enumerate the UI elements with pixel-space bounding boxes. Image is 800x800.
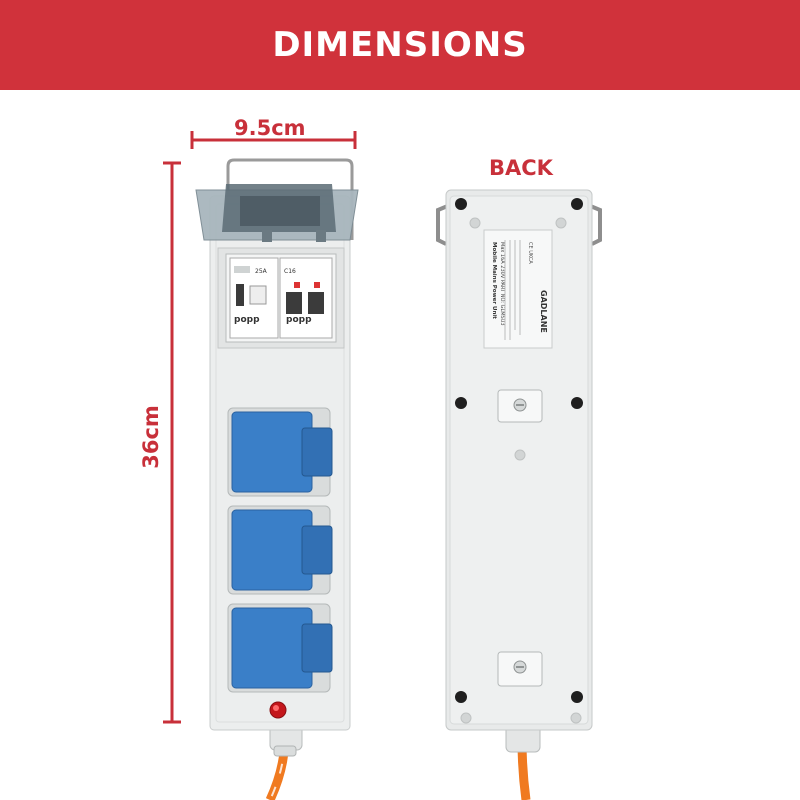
back-label-brand: GADLANE <box>539 290 548 333</box>
breaker-brand-left: popp <box>234 315 260 325</box>
back-label-spec: Max 16A 230V PART NO: GLMSU3 <box>499 242 505 326</box>
back-label-marks: CE UKCA <box>527 242 533 264</box>
header-banner: DIMENSIONS <box>0 0 800 90</box>
breaker-cover-lid <box>195 184 359 242</box>
back-label-title: Mobile Mains Power Unit <box>491 242 497 319</box>
front-handle <box>226 158 354 240</box>
socket-1 <box>227 407 333 497</box>
back-handle-right <box>587 203 602 246</box>
height-dimension-line <box>163 161 181 724</box>
breaker-rating-left: 25A <box>255 268 268 275</box>
back-product-label: Mobile Mains Power Unit Max 16A 230V PAR… <box>483 229 553 349</box>
socket-2 <box>227 505 333 595</box>
mounting-bracket-upper <box>497 389 543 423</box>
back-unit: Mobile Mains Power Unit Max 16A 230V PAR… <box>436 189 602 800</box>
header-title: DIMENSIONS <box>272 25 528 65</box>
width-dimension-line <box>190 131 357 149</box>
back-screw-holes <box>455 198 583 703</box>
mcb-breaker: popp C16 <box>279 257 333 339</box>
back-view-label: BACK <box>489 156 553 180</box>
back-handle-left <box>436 203 451 246</box>
breaker-brand-right: popp <box>286 315 312 325</box>
breaker-rating-right: C16 <box>284 268 296 275</box>
rcd-breaker: popp 25A <box>229 257 279 339</box>
socket-3 <box>227 603 333 693</box>
mounting-bracket-lower <box>497 651 543 687</box>
front-unit: popp 25A popp C16 <box>195 158 359 800</box>
width-dimension-label: 9.5cm <box>234 116 306 140</box>
